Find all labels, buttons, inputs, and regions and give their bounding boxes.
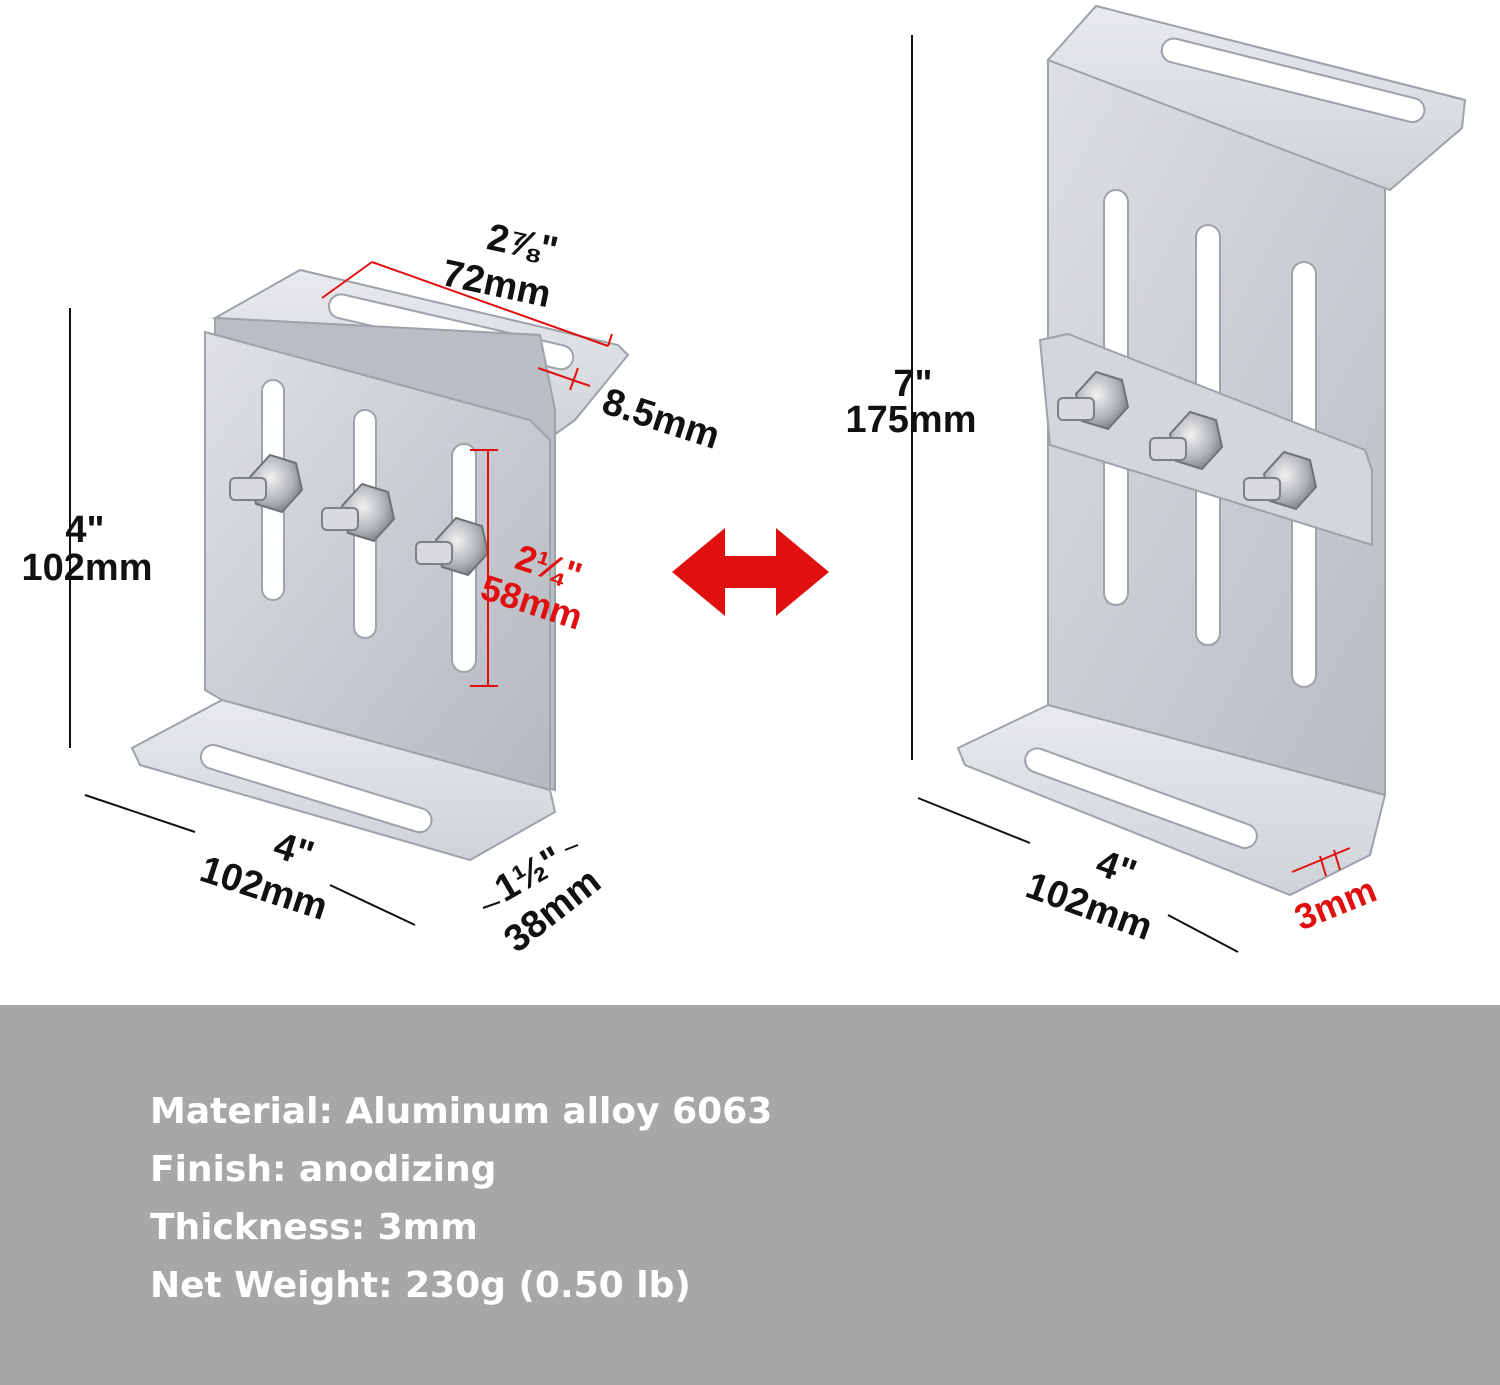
spec-thickness: Thickness: 3mm (150, 1207, 478, 1248)
left-height-label: 4" (65, 509, 104, 551)
hex-bolt-icon (1057, 370, 1130, 431)
left-height-mm: 102mm (22, 547, 153, 589)
left-red-dimension-lines (321, 261, 613, 687)
left-width-label: 4" (269, 825, 319, 877)
left-bracket (130, 268, 630, 862)
product-dimension-diagram: 4" 102mm 2⅞" 72mm 8.5mm 2¼" 58mm 4" 102m… (22, 4, 1467, 961)
specifications-panel: Material: Aluminum alloy 6063 Finish: an… (0, 1005, 1500, 1385)
right-height-mm: 175mm (846, 399, 977, 441)
spec-finish: Finish: anodizing (150, 1149, 497, 1190)
slot-width-mm: 8.5mm (597, 381, 724, 458)
right-height-label: 7" (893, 363, 932, 405)
hex-bolt-icon (415, 516, 490, 577)
right-width-mm: 102mm (1020, 865, 1157, 949)
left-dimension-lines (69, 308, 579, 926)
spec-net-weight: Net Weight: 230g (0.50 lb) (150, 1265, 691, 1306)
spec-material: Material: Aluminum alloy 6063 (150, 1091, 773, 1132)
spec-list: Material: Aluminum alloy 6063 Finish: an… (150, 1083, 772, 1315)
right-bracket (956, 4, 1467, 897)
hex-bolt-icon (321, 482, 396, 543)
hex-bolt-icon (1149, 410, 1224, 471)
left-width-mm: 102mm (195, 848, 333, 928)
hex-bolt-icon (229, 453, 304, 514)
right-red-dimension-lines (1291, 847, 1351, 877)
hex-bolt-icon (1243, 450, 1318, 511)
right-dimension-lines (911, 35, 1239, 953)
double-arrow-icon (672, 528, 829, 616)
